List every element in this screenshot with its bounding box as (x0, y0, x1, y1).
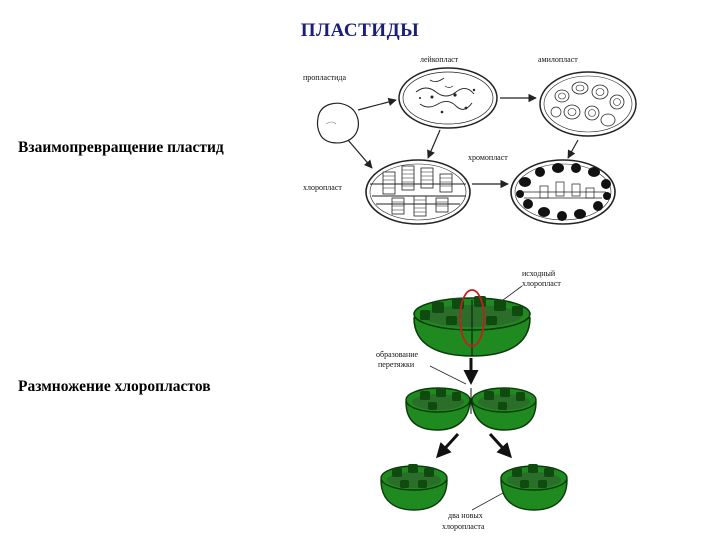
label-constriction-2: перетяжки (378, 360, 415, 369)
interconversion-arrows (347, 93, 579, 189)
label-chromoplast: хромопласт (468, 153, 508, 162)
label-source-chloroplast-1: исходный (522, 269, 556, 278)
source-chloroplast (413, 289, 531, 357)
leucoplast-shape (398, 67, 498, 129)
chromoplast-shape (510, 159, 616, 225)
amyloplast-shape (539, 71, 637, 137)
label-proplastid: пропластида (303, 73, 347, 82)
division-arrows (435, 358, 513, 459)
new-chloroplast-left (380, 464, 448, 511)
label-constriction-1: образование (376, 350, 419, 359)
page-title: ПЛАСТИДЫ (300, 20, 420, 41)
label-chloroplast: хлоропласт (303, 183, 342, 192)
label-two-new-2: хлоропласта (442, 522, 485, 531)
label-amyloplast: амилопласт (538, 55, 578, 64)
section-label-interconversion: Взаимопревращение пластид (18, 139, 224, 156)
chloroplast-shape (365, 159, 471, 225)
label-source-chloroplast-2: хлоропласт (522, 279, 561, 288)
section-label-reproduction: Размножение хлоропластов (18, 378, 211, 395)
constricting-chloroplast (405, 387, 537, 431)
proplastid-shape (316, 102, 359, 144)
label-two-new-1: два новых (448, 511, 483, 520)
new-chloroplast-right (500, 464, 568, 511)
label-leucoplast: лейкопласт (420, 55, 459, 64)
